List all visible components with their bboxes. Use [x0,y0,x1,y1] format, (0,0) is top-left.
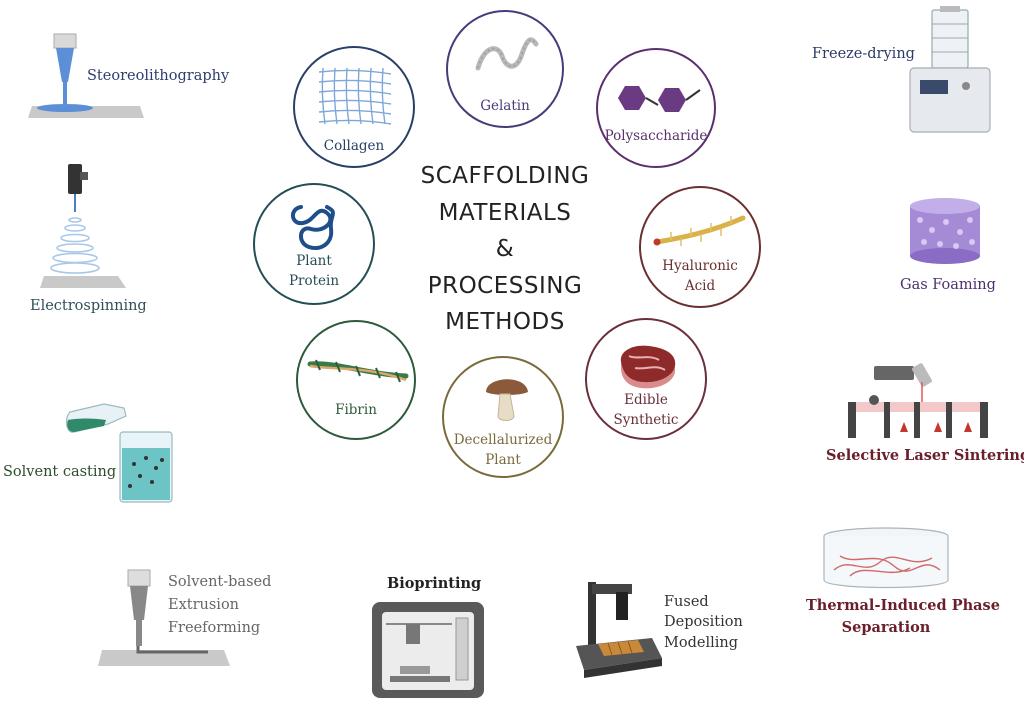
gas-foaming-label: Gas Foaming [900,277,996,293]
gelatin-label: Gelatin [480,98,530,114]
fdm-label-3: Modelling [664,635,738,651]
decellularized-label-1: Decellalurized [453,432,553,448]
title-line-1: SCAFFOLDING [420,163,590,189]
extrusion-label-3: Freeforming [168,620,261,636]
hyaluronic-label-2: Acid [684,278,716,294]
material-gelatin: Gelatin [446,10,564,128]
fdm-label-1: Fused [664,594,709,610]
hyaluronic-label-1: Hyaluronic [662,258,738,274]
material-edible-synthetic: Edible Synthetic [585,318,707,440]
edible-synthetic-label-2: Synthetic [613,412,679,428]
material-decellularized-plant: Decellalurized Plant [442,356,564,478]
electrospinning-label: Electrospinning [30,298,147,314]
freeze-drying-label: Freeze-drying [812,46,915,62]
title-line-2: MATERIALS [438,199,572,226]
diagram-title: SCAFFOLDING MATERIALS & PROCESSING METHO… [395,158,615,341]
electrospinning-icon [40,164,126,288]
fdm-printer-icon [576,582,662,678]
extrusion-label-1: Solvent-based [168,574,272,590]
fibrin-strand-icon [307,359,409,383]
hyaluronic-chain-icon [653,215,746,246]
material-fibrin: Fibrin [296,320,416,440]
fibrin-label: Fibrin [335,402,377,418]
polysaccharide-label: Polysaccharide [604,128,708,144]
plant-protein-label-1: Plant [296,253,332,269]
extrusion-label-2: Extrusion [168,597,240,613]
collagen-mesh-icon [318,67,392,125]
bioprinting-label: Bioprinting [387,575,482,592]
fdm-label-2: Deposition [664,614,743,630]
tips-label-1: Thermal-Induced Phase [806,597,1000,614]
material-polysaccharide: Polysaccharide [596,48,716,168]
material-collagen: Collagen [293,46,415,168]
tips-label-2: Separation [841,619,931,636]
stereolithography-icon [28,33,144,118]
meat-icon [620,345,676,389]
plant-protein-label-2: Protein [288,273,340,289]
edible-synthetic-label-1: Edible [624,392,668,408]
collagen-label: Collagen [323,138,385,154]
mushroom-icon [486,379,528,421]
gelatin-strand-icon [475,37,539,71]
title-line-3: & [495,236,515,262]
protein-coil-icon [291,205,335,250]
sls-label: Selective Laser Sintering [826,447,1024,464]
bioprinter-icon [372,602,484,698]
freeze-dryer-icon [909,6,991,133]
decellularized-label-2: Plant [485,452,521,468]
solvent-casting-icon [65,403,173,503]
extrusion-freeforming-icon [98,569,230,666]
title-line-4: PROCESSING [427,272,583,299]
material-hyaluronic-acid: Hyaluronic Acid [639,186,761,308]
hexagon-chain-icon [618,86,701,112]
material-plant-protein: Plant Protein [253,183,375,305]
laser-sintering-icon [848,363,988,438]
phase-separation-dish-icon [823,527,949,589]
solvent-casting-label: Solvent casting [3,464,117,480]
gas-foam-icon [910,198,980,264]
title-line-5: METHODS [445,309,565,335]
stereolithography-label: Steoreolithography [87,68,230,84]
